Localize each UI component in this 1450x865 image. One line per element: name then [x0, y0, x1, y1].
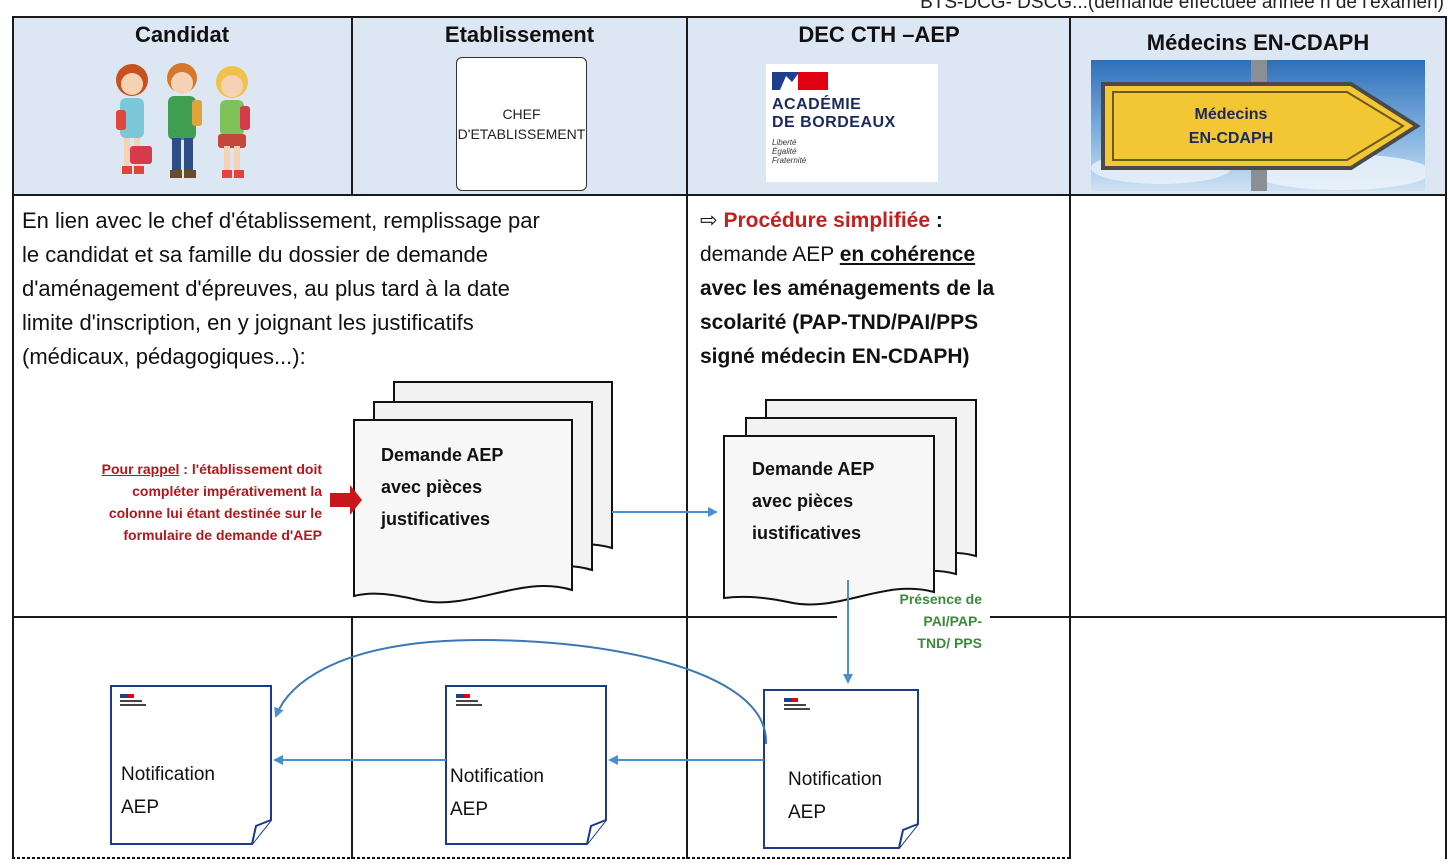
notification-curve-arrow — [274, 639, 768, 745]
demande-doc-2-label: Demande AEP avec pièces iustificatives — [752, 453, 874, 549]
column-title-candidat: Candidat — [134, 22, 230, 47]
candidat-line2: le candidat et sa famille du dossier de … — [22, 242, 488, 267]
sign-line2: EN-CDAPH — [1188, 130, 1274, 147]
procedure-line2-plain: demande AEP — [700, 243, 840, 266]
sign-label: Médecins EN-CDAPH — [1151, 103, 1311, 151]
motto-fraternite: Fraternité — [772, 156, 807, 165]
notification-3-line1: Notification — [788, 769, 882, 790]
marianne-flag-icon — [772, 70, 828, 90]
chef-etablissement-logo: CHEF D'ETABLISSEMENT — [456, 57, 587, 191]
rappel-text1: : l'établissement doit — [179, 461, 322, 477]
grid-line-col2 — [686, 16, 688, 859]
notification-doc-3 — [763, 689, 919, 849]
top-note: BTS-DCG- DSCG...(demande effectuée année… — [920, 0, 1444, 13]
procedure-arrow-icon: ⇨ — [700, 209, 718, 232]
demande-1-line3: justificatives — [381, 509, 491, 529]
grid-line-top — [12, 16, 1447, 18]
sign-line1: Médecins — [1194, 106, 1268, 123]
candidat-line3: d'aménagement d'épreuves, au plus tard à… — [22, 276, 510, 301]
notification-2-line1: Notification — [450, 766, 544, 787]
rappel-lead: Pour rappel — [101, 461, 180, 477]
rappel-text2: compléter impérativement la — [132, 483, 322, 499]
grid-line-left — [12, 16, 14, 859]
grid-line-right — [1445, 16, 1447, 859]
candidat-line1: En lien avec le chef d'établissement, re… — [22, 208, 540, 233]
notification-1-label: Notification AEP — [121, 758, 215, 824]
presence-line3: TND/ PPS — [917, 635, 982, 651]
rappel-note: Pour rappel : l'établissement doit compl… — [16, 458, 322, 546]
grid-line-header-bottom — [12, 194, 1447, 196]
demande-2-line2: avec pièces — [752, 491, 854, 511]
presence-line2: PAI/PAP- — [923, 613, 982, 629]
grid-line-col1 — [351, 16, 353, 196]
demande-doc-stack-1 — [353, 381, 613, 604]
rappel-text3: colonne lui étant destinée sur le — [108, 505, 322, 521]
demande-doc-stack-2 — [723, 399, 977, 606]
demande-2-line1: Demande AEP — [752, 459, 875, 479]
chef-logo-line1: CHEF — [502, 106, 541, 122]
medecins-sign-image — [1091, 60, 1425, 191]
students-illustration — [104, 50, 264, 190]
candidat-line4: limite d'inscription, en y joignant les … — [22, 310, 474, 335]
demande-doc-1-label: Demande AEP avec pièces justificatives — [381, 439, 503, 535]
grid-line-middle — [12, 616, 837, 618]
academie-line1: ACADÉMIE — [772, 96, 862, 113]
academie-line2: DE BORDEAUX — [772, 114, 896, 131]
procedure-line2-bold: en cohérence — [839, 243, 976, 266]
column-title-medecins: Médecins EN-CDAPH — [1146, 30, 1370, 55]
grid-line-col1-lower — [351, 616, 353, 859]
rappel-arrow-icon — [330, 485, 362, 515]
academie-bordeaux-logo: ACADÉMIE DE BORDEAUX Liberté Égalité Fra… — [766, 64, 938, 182]
notification-2-line2: AEP — [450, 799, 489, 820]
column-title-etablissement: Etablissement — [444, 22, 595, 47]
procedure-line4: scolarité (PAP-TND/PAI/PPS — [700, 311, 979, 334]
column-title-dec: DEC CTH –AEP — [798, 22, 960, 47]
demande-1-line2: avec pièces — [381, 477, 483, 497]
presence-line1: Présence de — [899, 591, 983, 607]
chef-logo-line2: D'ETABLISSEMENT — [457, 126, 586, 142]
motto-egalite: Égalité — [772, 147, 797, 156]
procedure-line5: signé médecin EN-CDAPH) — [700, 345, 970, 368]
grid-line-bottom — [12, 857, 1070, 859]
procedure-simplifiee: ⇨ Procédure simplifiée : demande AEP en … — [700, 204, 1065, 374]
demande-1-line1: Demande AEP — [381, 445, 504, 465]
procedure-line3: avec les aménagements de la — [700, 277, 995, 300]
notification-doc-2 — [445, 685, 607, 845]
notification-doc-1 — [110, 685, 272, 845]
notification-3-label: Notification AEP — [788, 763, 882, 829]
notification-1-line1: Notification — [121, 764, 215, 785]
demande-2-line3: iustificatives — [752, 523, 862, 543]
candidat-line5: (médicaux, pédagogiques...): — [22, 344, 306, 369]
motto-liberte: Liberté — [772, 138, 797, 147]
grid-line-col3 — [1069, 16, 1071, 859]
candidat-instructions: En lien avec le chef d'établissement, re… — [22, 204, 682, 374]
grid-line-middle-right — [990, 616, 1447, 618]
presence-label: Présence de PAI/PAP- TND/ PPS — [842, 588, 983, 654]
procedure-colon: : — [930, 209, 943, 232]
notification-3-line2: AEP — [788, 802, 827, 823]
notification-1-line2: AEP — [121, 797, 160, 818]
notification-2-label: Notification AEP — [450, 760, 544, 826]
rappel-text4: formulaire de demande d'AEP — [123, 527, 322, 543]
procedure-title: Procédure simplifiée — [723, 209, 931, 232]
